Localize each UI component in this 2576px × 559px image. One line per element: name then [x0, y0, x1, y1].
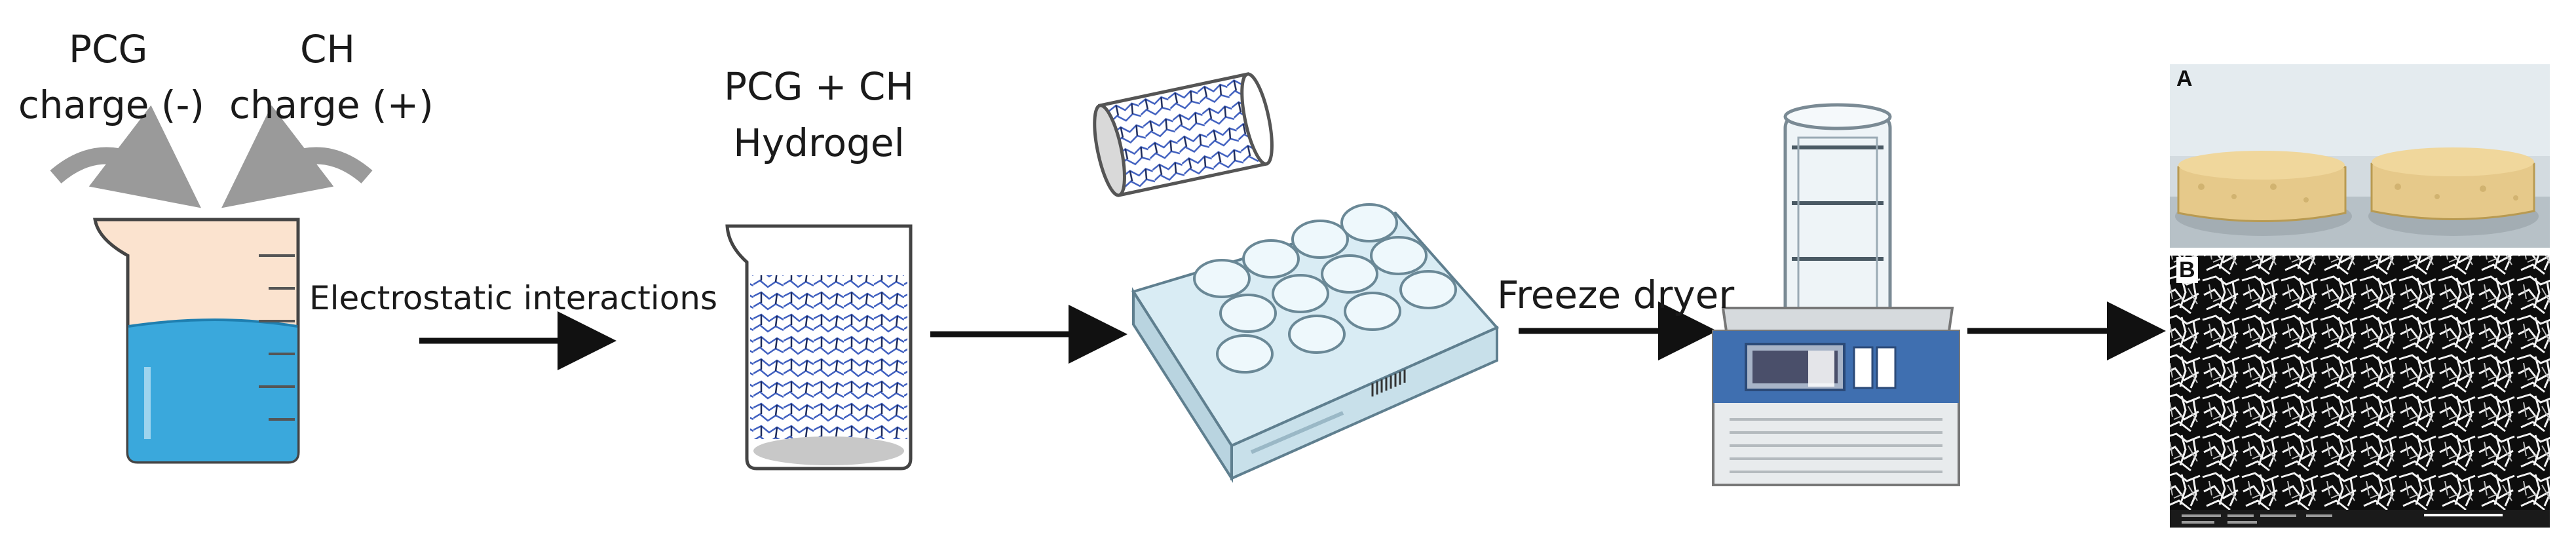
electrostatic-label: Electrostatic interactions	[309, 279, 718, 317]
pcg-label-line1: PCG	[69, 27, 148, 71]
freeze-dryer-label: Freeze dryer	[1497, 273, 1735, 317]
hydrogel-label-line2: Hydrogel	[733, 121, 905, 165]
hydrogel-label-line1: PCG + CH	[724, 64, 914, 109]
panel-a-photo	[2170, 64, 2550, 248]
beaker-mixing	[93, 218, 300, 464]
panel-b-letter: B	[2176, 257, 2198, 283]
panel-b-sem	[2170, 256, 2550, 528]
hydrogel-cylinder	[1093, 72, 1274, 197]
well-plate	[1131, 203, 1500, 483]
panel-a-letter: A	[2176, 66, 2193, 91]
ch-label-line1: CH	[299, 27, 356, 71]
curved-arrow-pcg	[50, 105, 201, 208]
freeze-dryer	[1712, 103, 1960, 486]
ch-label-line2: charge (+)	[229, 83, 434, 127]
beaker-hydrogel	[725, 224, 913, 471]
pcg-label-line2: charge (-)	[18, 83, 205, 127]
curved-arrow-ch	[221, 105, 373, 208]
